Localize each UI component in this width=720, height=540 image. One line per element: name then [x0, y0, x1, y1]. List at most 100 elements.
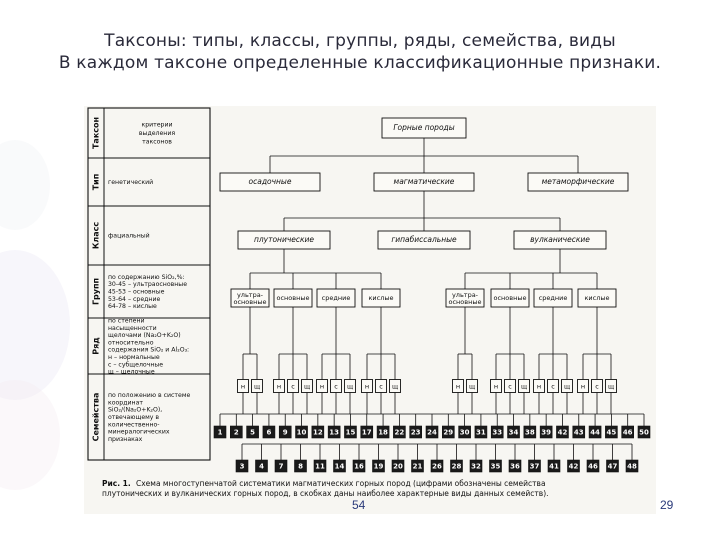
taxon-criterion: насыщенности — [108, 325, 157, 332]
type-node — [219, 172, 321, 192]
family-number: 16 — [354, 463, 364, 471]
family-number: 17 — [362, 429, 372, 437]
family-node — [606, 459, 619, 473]
family-number: 50 — [639, 429, 649, 437]
family-node — [489, 459, 502, 473]
family-number: 5 — [250, 429, 255, 437]
series-node-label: щ — [469, 383, 475, 391]
family-number: 26 — [432, 463, 442, 471]
family-number: 43 — [574, 429, 584, 437]
class-node-label: плутонические — [254, 235, 314, 244]
series-node-label: щ — [564, 383, 570, 391]
taxon-criterion: щелочами (Na₂O+K₂O) — [108, 332, 181, 339]
family-number: 38 — [525, 429, 535, 437]
taxon-criterion: минералогических — [108, 429, 170, 436]
family-node — [274, 459, 288, 473]
class-node — [377, 230, 471, 250]
family-number: 29 — [443, 429, 453, 437]
family-number: 33 — [492, 429, 502, 437]
taxon-criterion: н – нормальные — [108, 354, 160, 361]
family-number: 41 — [549, 463, 559, 471]
series-node-label: щ — [254, 383, 260, 391]
taxon-criterion: таксонов — [142, 139, 172, 146]
background-blob — [0, 250, 70, 400]
family-node — [588, 425, 602, 439]
family-number: 10 — [297, 429, 307, 437]
taxon-criterion: 53-64 – средние — [108, 296, 160, 303]
family-node — [508, 459, 522, 473]
class-node-label: гипабиссальные — [391, 235, 457, 244]
series-node-label: н — [581, 383, 585, 391]
series-node-label: с — [595, 383, 599, 391]
family-node — [352, 459, 366, 473]
series-node-label: щ — [521, 383, 527, 391]
family-node — [605, 425, 618, 439]
family-node — [255, 459, 268, 473]
family-node — [409, 425, 422, 439]
family-number: 28 — [452, 463, 462, 471]
family-node — [539, 425, 553, 439]
family-node — [507, 425, 520, 439]
group-node-label: основные — [449, 298, 482, 306]
family-node — [411, 459, 424, 473]
family-number: 42 — [569, 463, 579, 471]
family-node — [430, 459, 444, 473]
family-number: 21 — [413, 463, 423, 471]
family-node — [490, 425, 504, 439]
group-node-label: средние — [322, 294, 351, 302]
series-node-label: н — [241, 383, 245, 391]
taxon-header: Групп — [92, 278, 101, 305]
family-node — [213, 425, 227, 439]
series-node-label: щ — [304, 383, 310, 391]
taxon-criterion: 45-53 – основные — [108, 289, 165, 296]
family-node — [391, 459, 405, 473]
family-number: 24 — [427, 429, 437, 437]
family-number: 6 — [266, 429, 271, 437]
family-node — [344, 425, 357, 439]
taxon-criterion: критерии — [141, 122, 172, 129]
group-node-label: основные — [494, 294, 527, 302]
family-number: 42 — [558, 429, 568, 437]
title-line-1: Таксоны: типы, классы, группы, ряды, сем… — [104, 31, 616, 51]
family-number: 11 — [315, 463, 325, 471]
family-node — [311, 425, 325, 439]
family-node — [556, 425, 569, 439]
taxon-header: Семейства — [92, 393, 101, 442]
figure-caption-line-2: плутонических и вулканических горных пор… — [102, 489, 549, 498]
family-node — [230, 425, 243, 439]
family-node — [586, 459, 600, 473]
family-node — [246, 425, 259, 439]
group-node-label: ультра- — [237, 291, 264, 299]
background-blob — [0, 140, 50, 230]
background-blob — [0, 380, 60, 490]
family-node — [528, 459, 541, 473]
group-node-label: основные — [277, 294, 310, 302]
taxon-header: Ряд — [92, 337, 101, 355]
family-number: 2 — [234, 429, 239, 437]
taxon-criterion: координат — [108, 399, 143, 406]
family-number: 3 — [240, 463, 245, 471]
taxon-criterion: признаках — [108, 436, 143, 443]
taxon-criterion: по положению в системе — [108, 392, 191, 399]
series-node-label: н — [494, 383, 498, 391]
series-node-label: щ — [392, 383, 398, 391]
family-node — [442, 425, 455, 439]
family-number: 44 — [590, 429, 600, 437]
family-number: 19 — [374, 463, 384, 471]
family-number: 1 — [218, 429, 223, 437]
taxon-criterion: фациальный — [108, 232, 150, 240]
family-node — [547, 459, 561, 473]
family-number: 46 — [623, 429, 633, 437]
type-node — [527, 172, 629, 192]
group-node-label: ультра- — [452, 291, 479, 299]
family-number: 36 — [510, 463, 520, 471]
family-number: 48 — [627, 463, 637, 471]
family-number: 8 — [298, 463, 303, 471]
taxon-header: Таксон — [92, 117, 101, 149]
family-node — [572, 425, 586, 439]
taxon-header: Класс — [92, 222, 101, 250]
family-node — [425, 425, 439, 439]
family-node — [372, 459, 385, 473]
